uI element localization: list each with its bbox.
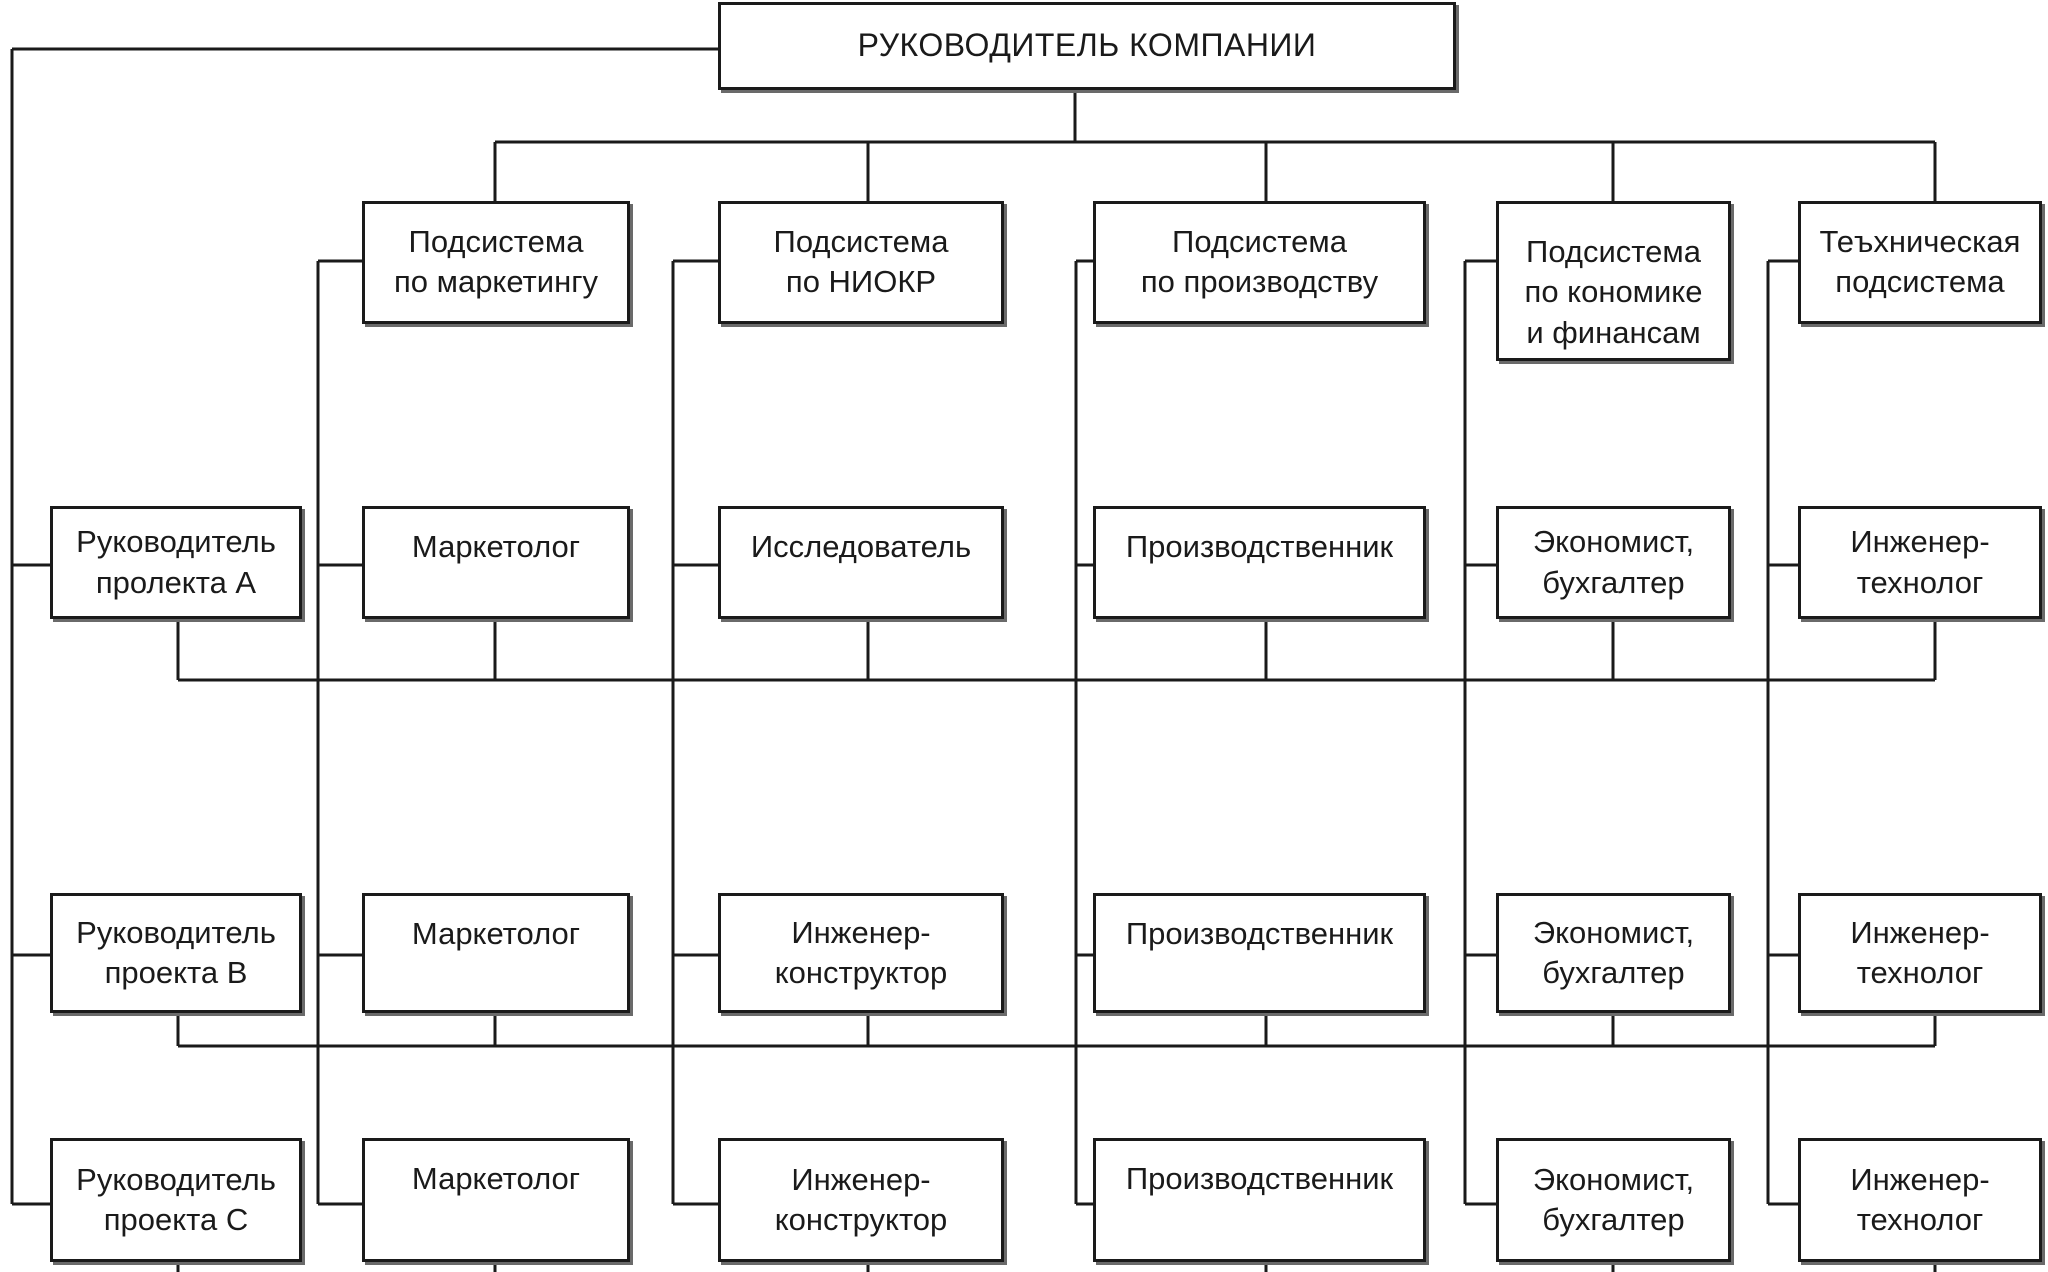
row-c-production-label: Производственник <box>1125 1161 1394 1196</box>
row-b-marketing-box: Маркетолог <box>362 893 630 1013</box>
subsystem-production-box: Подсистема по производству <box>1093 201 1426 324</box>
row-c-technical-label: Инженер- технолог <box>1850 1161 1990 1237</box>
subsystem-marketing-label: Подсистема по маркетингу <box>394 224 598 300</box>
project-b-manager-label: Руководитель проекта В <box>76 914 276 990</box>
subsystem-rnd-box: Подсистема по НИОКР <box>718 201 1004 324</box>
row-b-technical-box: Инженер- технолог <box>1798 893 2042 1013</box>
row-b-rnd-label: Инженер- конструктор <box>774 914 948 990</box>
row-c-marketing-box: Маркетолог <box>362 1138 630 1262</box>
row-c-finance-box: Экономист, бухгалтер <box>1496 1138 1731 1262</box>
row-c-finance-label: Экономист, бухгалтер <box>1532 1161 1695 1237</box>
row-b-production-box: Производственник <box>1093 893 1426 1013</box>
company-head-box: РУКОВОДИТЕЛЬ КОМПАНИИ <box>718 2 1456 90</box>
row-a-marketing-box: Маркетолог <box>362 506 630 619</box>
row-a-rnd-label: Исследователь <box>750 529 972 564</box>
subsystem-finance-label: Подсистема по кономике и финансам <box>1524 234 1703 350</box>
row-b-rnd-box: Инженер- конструктор <box>718 893 1004 1013</box>
subsystem-technical-box: Теъхническая подсистема <box>1798 201 2042 324</box>
row-c-marketing-label: Маркетолог <box>411 1161 581 1196</box>
row-a-finance-box: Экономист, бухгалтер <box>1496 506 1731 619</box>
project-b-manager-box: Руководитель проекта В <box>50 893 302 1013</box>
subsystem-production-label: Подсистема по производству <box>1140 224 1379 300</box>
row-b-production-label: Производственник <box>1125 916 1394 951</box>
row-b-finance-label: Экономист, бухгалтер <box>1532 914 1695 990</box>
row-a-technical-label: Инженер- технолог <box>1850 524 1990 600</box>
row-a-finance-label: Экономист, бухгалтер <box>1532 524 1695 600</box>
subsystem-finance-box: Подсистема по кономике и финансам <box>1496 201 1731 361</box>
project-a-manager-label: Руководитель пролекта А <box>76 524 276 600</box>
project-a-manager-box: Руководитель пролекта А <box>50 506 302 619</box>
row-c-rnd-box: Инженер- конструктор <box>718 1138 1004 1262</box>
row-a-technical-box: Инженер- технолог <box>1798 506 2042 619</box>
row-b-technical-label: Инженер- технолог <box>1850 914 1990 990</box>
row-c-rnd-label: Инженер- конструктор <box>774 1161 948 1237</box>
row-c-production-box: Производственник <box>1093 1138 1426 1262</box>
subsystem-rnd-label: Подсистема по НИОКР <box>773 224 949 300</box>
row-b-marketing-label: Маркетолог <box>411 916 581 951</box>
row-b-finance-box: Экономист, бухгалтер <box>1496 893 1731 1013</box>
row-a-marketing-label: Маркетолог <box>411 529 581 564</box>
subsystem-marketing-box: Подсистема по маркетингу <box>362 201 630 324</box>
project-c-manager-label: Руководитель проекта С <box>76 1161 276 1237</box>
project-c-manager-box: Руководитель проекта С <box>50 1138 302 1262</box>
row-a-production-box: Производственник <box>1093 506 1426 619</box>
row-c-technical-box: Инженер- технолог <box>1798 1138 2042 1262</box>
company-head-label: РУКОВОДИТЕЛЬ КОМПАНИИ <box>857 27 1317 64</box>
row-a-rnd-box: Исследователь <box>718 506 1004 619</box>
subsystem-technical-label: Теъхническая подсистема <box>1819 224 2021 300</box>
row-a-production-label: Производственник <box>1125 529 1394 564</box>
